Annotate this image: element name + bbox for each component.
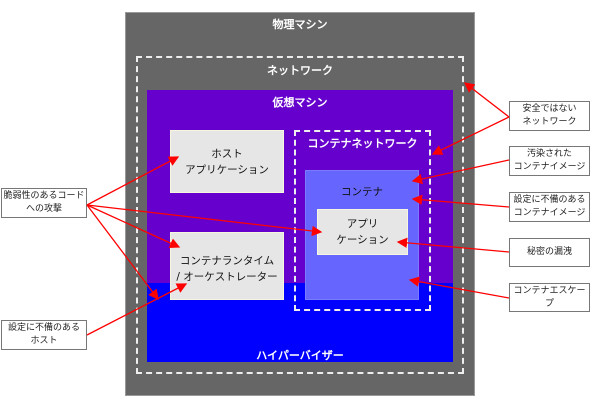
threat-tainted-image: 汚染されたコンテナイメージ [509, 146, 590, 176]
physical-machine-label: 物理マシン [272, 18, 328, 31]
arrow [86, 283, 188, 336]
arrow [396, 237, 510, 253]
container-network-label: コンテナネットワーク [307, 137, 418, 150]
container-label: コンテナ [341, 186, 383, 198]
application: アプリケーション [317, 209, 408, 255]
threat-container-escape: コンテナエスケープ [509, 283, 590, 312]
threat-secret-leak: 秘密の漏洩 [509, 238, 590, 267]
host-app-line2: アプリケーション [185, 163, 269, 176]
threat-misconfigured-host: 設定に不備のあるホスト [1, 320, 87, 350]
threat-misconfigured-image: 設定に不備のあるコンテナイメージ [509, 192, 590, 222]
runtime-line2: / オーケストレーター [176, 271, 278, 283]
container-network: コンテナネットワーク [294, 130, 431, 311]
arrow [86, 156, 180, 206]
arrow [411, 159, 510, 185]
runtime-line1: コンテナランタイム [179, 255, 275, 267]
arrow [411, 194, 510, 208]
threat-text: コンテナイメージ [513, 208, 586, 218]
app-line2: ケーション [336, 234, 389, 246]
threat-text: ホスト [30, 336, 58, 346]
threat-text: ネットワーク [522, 117, 577, 127]
arrow [463, 82, 510, 118]
threat-insecure-network: 安全ではないネットワーク [509, 101, 590, 131]
arrow [408, 276, 510, 299]
threat-vulnerable-code: 脆弱性のあるコードへの攻撃 [1, 188, 87, 218]
threat-text: 秘密の漏洩 [526, 247, 572, 257]
vm-label: 仮想マシン [272, 96, 328, 109]
threat-text: コンテナイメージ [513, 162, 586, 172]
threat-text: 設定に不備のある [7, 323, 80, 333]
arrow [86, 204, 159, 301]
threat-text: 設定に不備のある [513, 195, 586, 205]
arrow [86, 204, 323, 237]
network-label: ネットワーク [267, 64, 333, 77]
arrow [431, 116, 510, 155]
threat-text: 脆弱性のあるコード [3, 191, 85, 201]
threat-text: への攻撃 [25, 204, 62, 214]
threat-text: 安全ではない [522, 104, 577, 114]
host-application: ホストアプリケーション [170, 130, 284, 193]
app-line1: アプリ [346, 218, 379, 230]
threat-text: 汚染された [526, 149, 572, 159]
threat-text: コンテナエスケープ [513, 285, 586, 309]
container-runtime: コンテナランタイム / オーケストレーター [170, 232, 284, 300]
network-boundary: ネットワーク [136, 56, 464, 374]
host-app-line1: ホスト [211, 147, 243, 160]
hypervisor-label: ハイパーバイザー [256, 349, 344, 362]
arrow [86, 204, 181, 248]
